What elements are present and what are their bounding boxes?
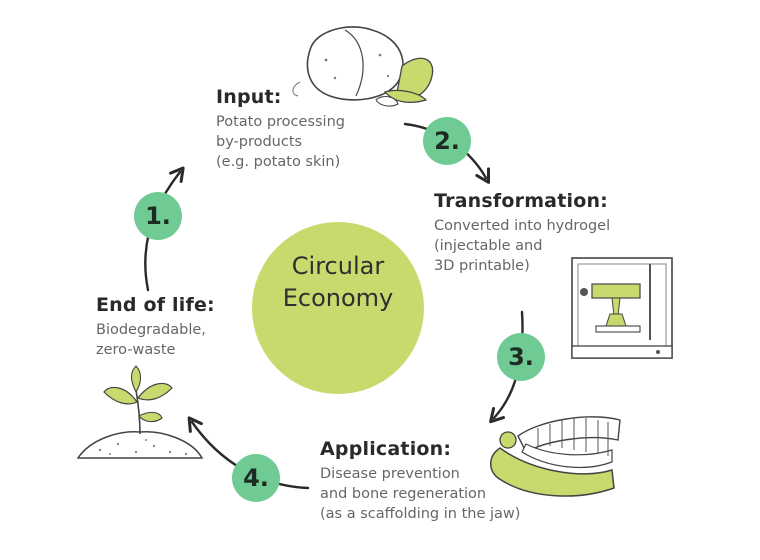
end-of-life-line-2: zero-waste: [96, 342, 176, 358]
input-line-1: Potato processing: [216, 114, 345, 130]
input-line-3: (e.g. potato skin): [216, 154, 341, 170]
transformation-line-3: 3D printable): [434, 258, 530, 274]
center-title: Circular Economy: [248, 250, 428, 314]
end-of-life-description: Biodegradable, zero-waste: [96, 320, 206, 360]
end-of-life-heading: End of life:: [96, 294, 215, 316]
input-description: Potato processing by-products (e.g. pota…: [216, 112, 345, 172]
badge-1-label: 1.: [145, 202, 171, 230]
application-line-3: (as a scaffolding in the jaw): [320, 506, 521, 522]
input-heading: Input:: [216, 86, 282, 108]
badge-4-label: 4.: [243, 464, 269, 492]
badge-1: [134, 192, 182, 240]
badge-3: [497, 333, 545, 381]
badge-3-label: 3.: [508, 343, 534, 371]
jaw-icon: [490, 416, 621, 497]
application-line-1: Disease prevention: [320, 466, 460, 482]
transformation-heading: Transformation:: [434, 190, 608, 212]
transformation-line-1: Converted into hydrogel: [434, 218, 611, 234]
center-title-line-1: Circular: [291, 252, 385, 280]
application-description: Disease prevention and bone regeneration…: [320, 464, 520, 524]
3d-printer-icon: [571, 257, 673, 359]
badge-2: [423, 117, 471, 165]
center-title-line-2: Economy: [282, 284, 394, 312]
transformation-line-2: (injectable and: [434, 238, 543, 254]
input-line-2: by-products: [216, 134, 303, 150]
end-of-life-line-1: Biodegradable,: [96, 322, 206, 338]
badge-4: [232, 454, 280, 502]
application-line-2: and bone regeneration: [320, 486, 487, 502]
application-heading: Application:: [320, 438, 452, 460]
seedling-icon: [76, 365, 204, 459]
transformation-description: Converted into hydrogel (injectable and …: [434, 216, 610, 276]
center-circle: [252, 222, 424, 394]
badge-2-label: 2.: [434, 127, 460, 155]
potato-icon: [292, 26, 434, 107]
